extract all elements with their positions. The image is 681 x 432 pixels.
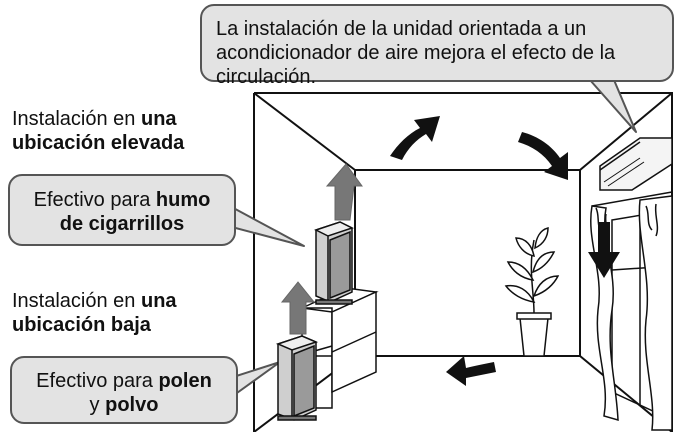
low-location-bold-2: ubicación baja bbox=[12, 314, 151, 336]
low-location-prefix: Instalación en bbox=[12, 290, 141, 312]
pollen-callout: Efectivo para polen y polvo bbox=[10, 356, 238, 424]
low-location-label: Instalación en una ubicación baja bbox=[12, 289, 177, 337]
circulation-arrow-floor bbox=[446, 356, 496, 386]
pollen-callout-bold-2: polvo bbox=[105, 394, 159, 416]
low-location-bold-1: una bbox=[140, 290, 177, 312]
air-purifier-low bbox=[275, 335, 319, 421]
smoke-callout: Efectivo para humo de cigarrillos bbox=[8, 174, 236, 246]
smoke-callout-prefix: Efectivo para bbox=[33, 189, 156, 211]
smoke-callout-tail bbox=[225, 203, 305, 247]
ac-callout-line-1: La instalación de la unidad orientada a … bbox=[216, 18, 587, 40]
pollen-callout-prefix: Efectivo para bbox=[36, 370, 159, 392]
high-location-bold-2: ubicación elevada bbox=[12, 132, 185, 154]
high-location-bold-1: una bbox=[140, 108, 177, 130]
air-purifier-high bbox=[314, 221, 354, 305]
circulation-arrow-ceiling bbox=[518, 132, 568, 180]
high-location-prefix: Instalación en bbox=[12, 108, 141, 130]
ac-callout: La instalación de la unidad orientada a … bbox=[200, 4, 674, 88]
smoke-callout-bold-1: humo bbox=[155, 189, 211, 211]
pollen-callout-conj: y bbox=[89, 394, 106, 416]
high-location-label: Instalación en una ubicación elevada bbox=[12, 107, 184, 155]
potted-plant bbox=[504, 227, 560, 357]
airflow-arrow-high bbox=[325, 163, 363, 221]
airflow-arrow-low bbox=[280, 281, 316, 335]
circulation-arrow-rising bbox=[390, 116, 440, 160]
air-conditioner bbox=[599, 137, 673, 191]
circulation-arrow-down bbox=[588, 222, 620, 278]
ac-callout-line-2: acondicionador de aire mejora el efecto … bbox=[216, 42, 616, 88]
pollen-callout-bold-1: polen bbox=[158, 370, 212, 392]
smoke-callout-bold-2: de cigarrillos bbox=[59, 213, 185, 235]
